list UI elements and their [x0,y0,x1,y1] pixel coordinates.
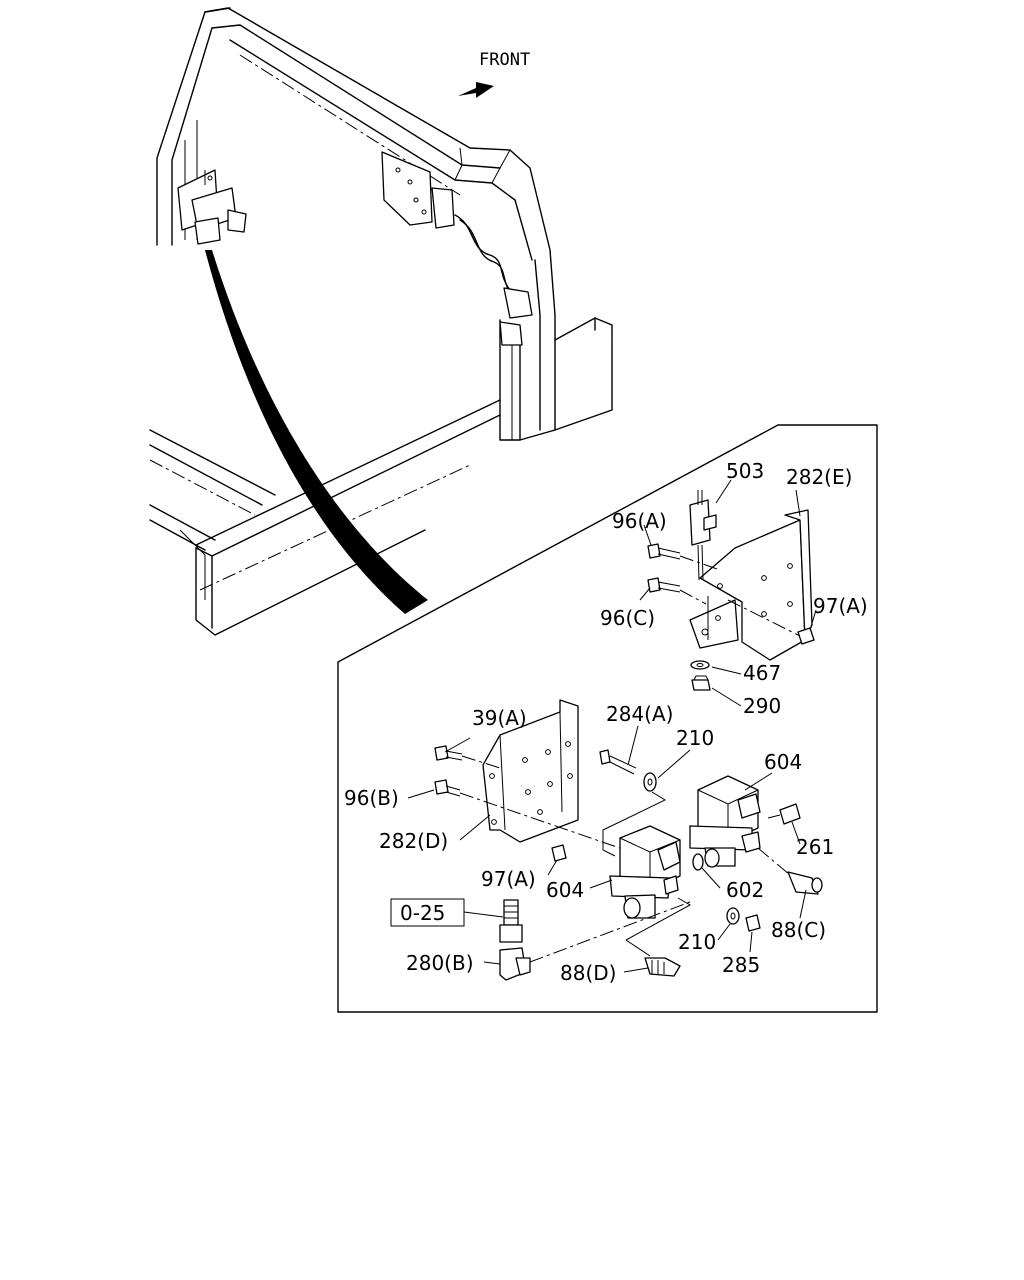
bolt-284a [599,749,637,775]
label-261: 261 [796,835,834,859]
label-96b: 96(B) [344,786,399,810]
detail-inset-frame [337,424,878,1013]
label-604-left: 604 [546,878,584,902]
label-97a-top: 97(A) [813,594,868,618]
stud-503 [689,490,717,581]
label-96a: 96(A) [612,509,667,533]
washer-210-bottom [726,907,740,925]
label-602: 602 [726,878,764,902]
fitting-88d [625,897,692,977]
bolt-96c [647,577,707,605]
valve-604-right [689,775,761,868]
nut-97a-bottom [551,844,567,862]
bolt-96a [647,543,721,571]
cab-frame-overview [149,7,613,636]
fitting-88c [757,847,823,895]
bracket-282d [482,699,579,843]
label-39a: 39(A) [472,706,527,730]
detail-callout-band [205,250,428,614]
label-97a-bottom: 97(A) [481,867,536,891]
fitting-261 [767,803,801,825]
label-467: 467 [743,661,781,685]
label-210-bottom: 210 [678,930,716,954]
nut-285 [745,914,761,932]
washer-210-top [602,772,667,857]
washer-467 [690,660,710,670]
front-label: FRONT [479,50,530,70]
bolt-39a [434,745,501,769]
nut-290 [691,675,711,691]
label-88c: 88(C) [771,918,826,942]
bolt-96b [434,779,641,856]
label-503: 503 [726,459,764,483]
label-284a: 284(A) [606,702,673,726]
label-604-right: 604 [764,750,802,774]
leader-lines [407,479,817,973]
label-282d: 282(D) [379,829,448,853]
label-96c: 96(C) [600,606,655,630]
label-282e: 282(E) [786,465,852,489]
label-280b: 280(B) [406,951,474,975]
reference-box [390,898,465,927]
valve-604-left [609,825,681,919]
label-290: 290 [743,694,781,718]
label-0-25: 0-25 [400,901,445,925]
stud-0-25 [499,899,523,943]
front-arrow-icon [458,82,494,98]
label-88d: 88(D) [560,961,616,985]
oring-602 [692,853,704,871]
label-210-top: 210 [676,726,714,750]
label-285: 285 [722,953,760,977]
nut-97a-top [727,599,815,645]
elbow-280b [499,901,691,981]
